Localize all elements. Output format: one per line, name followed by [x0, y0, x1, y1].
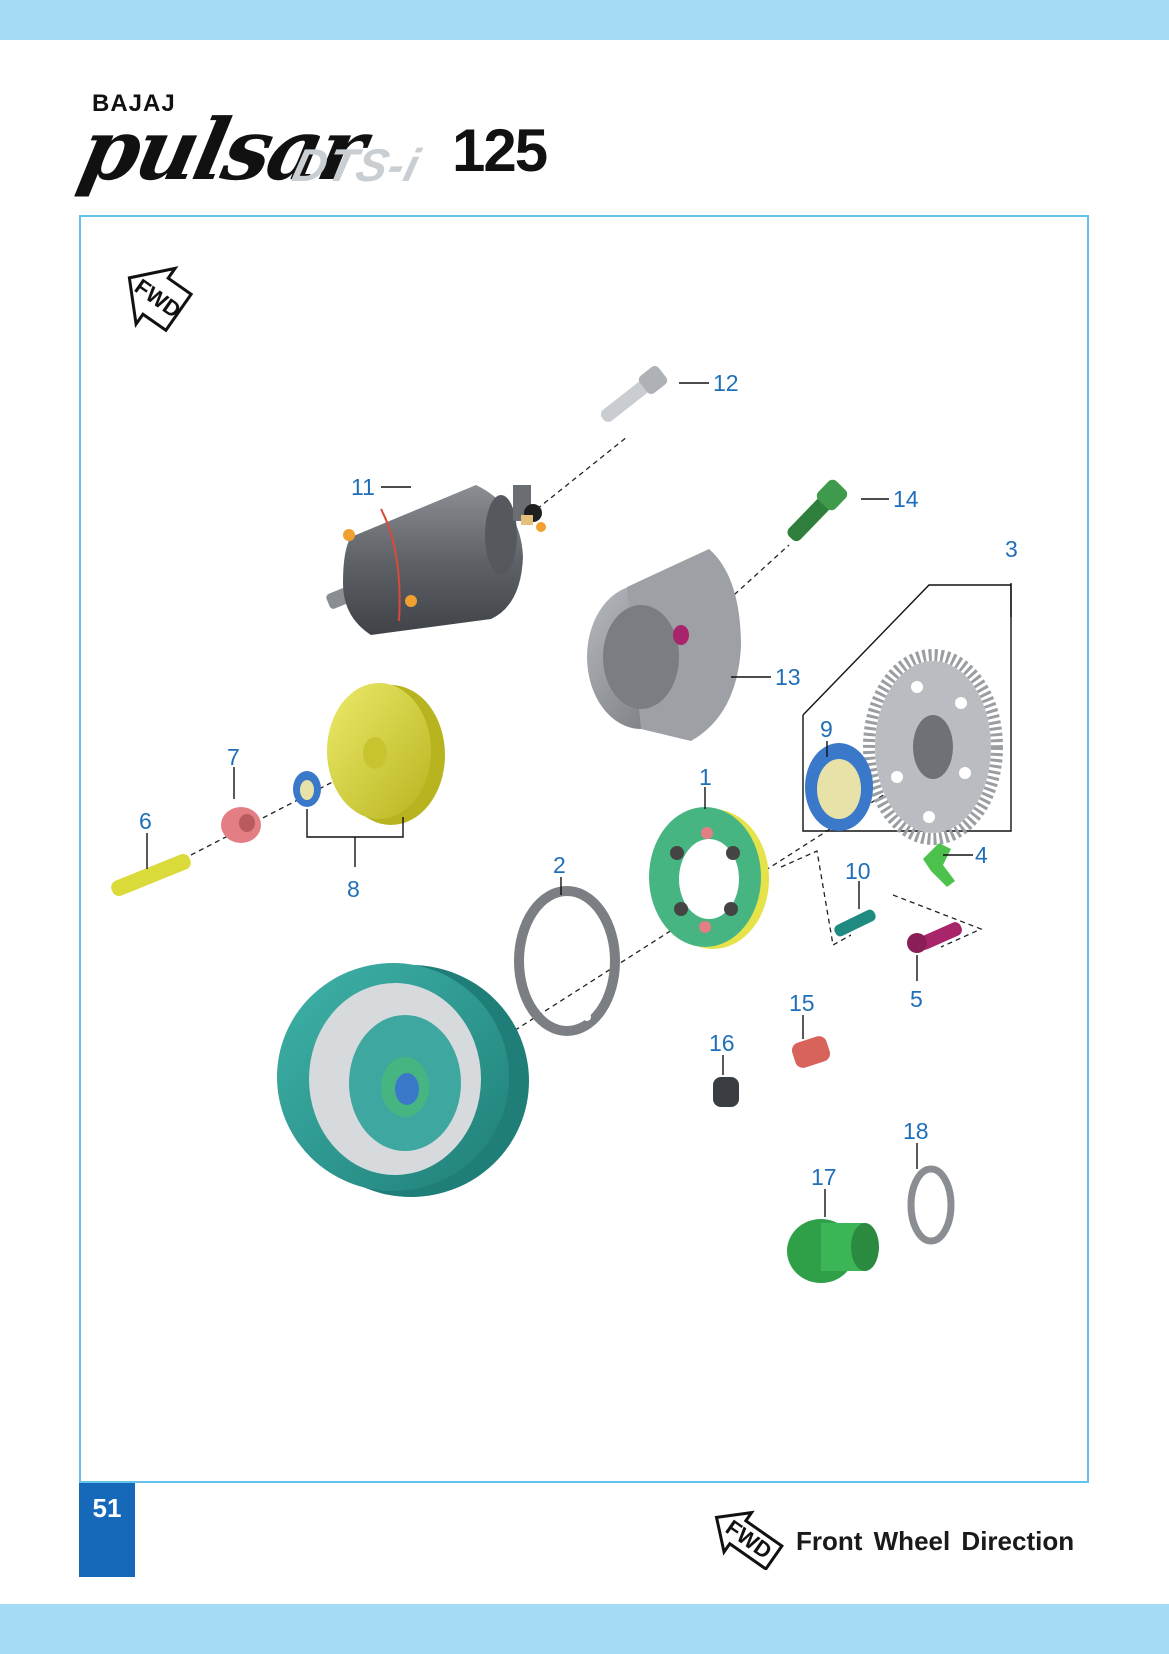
part-circlip: [907, 1165, 955, 1245]
callout-16: 16: [709, 1030, 735, 1056]
part-clutch-housing: [587, 549, 741, 741]
callout-17: 17: [811, 1164, 837, 1190]
part-green-bolt: [787, 479, 848, 542]
model-variant: DTS-i: [287, 139, 426, 191]
part-gasket: [514, 886, 620, 1036]
fwd-badge-top: FWD: [127, 266, 194, 333]
callout-labels: 11 12 14 13 3 9 7 6 8 1 2 10 4 5 15 16 1…: [139, 370, 1018, 1190]
bottom-band: [0, 1604, 1169, 1654]
callout-2: 2: [553, 852, 566, 878]
callout-4: 4: [975, 842, 988, 868]
callout-6: 6: [139, 808, 152, 834]
callout-14: 14: [893, 486, 919, 512]
part-green-lever: [923, 843, 955, 887]
part-one-way-clutch: [649, 807, 769, 949]
part-small-bolt: [834, 909, 876, 937]
part-starter-motor: [326, 485, 546, 635]
callout-13: 13: [775, 664, 801, 690]
callout-15: 15: [789, 990, 815, 1016]
front-wheel-direction-label: Front Wheel Direction: [796, 1526, 1075, 1556]
exploded-parts-diagram: FWD: [111, 266, 1018, 1283]
part-gear-plate: [327, 683, 445, 825]
part-small-bearing: [293, 771, 321, 807]
fwd-badge-footer: FWD: [714, 1510, 784, 1570]
top-band: [0, 0, 1169, 40]
part-long-bolt: [600, 365, 668, 422]
model-displacement: 125: [452, 117, 548, 184]
part-spring: [791, 1036, 831, 1068]
callout-12: 12: [713, 370, 739, 396]
callout-8: 8: [347, 876, 360, 902]
exploded-diagram-frame: FWD: [79, 215, 1089, 1483]
part-magenta-bolt: [907, 922, 962, 953]
part-starter-driven-gear: [863, 649, 1003, 845]
part-roller: [713, 1077, 739, 1107]
callout-11: 11: [351, 474, 375, 500]
callout-10: 10: [845, 858, 871, 884]
callout-leader-lines: [146, 382, 973, 1217]
part-green-collar: [787, 1219, 879, 1283]
callout-1: 1: [699, 764, 712, 790]
part-shaft: [111, 853, 191, 897]
callout-7: 7: [227, 744, 240, 770]
part-magneto-rotor: [277, 963, 529, 1197]
part-needle-bearing: [805, 743, 873, 831]
group-bracket-8: [306, 809, 404, 867]
page-number: 51: [79, 1483, 135, 1577]
callout-5: 5: [910, 986, 923, 1012]
callout-9: 9: [820, 716, 833, 742]
brand-logo: BAJAJ pulsar DTS-i 125: [71, 86, 548, 206]
part-spacer: [221, 807, 261, 843]
page-number-text: 51: [92, 1493, 122, 1523]
brand-name: BAJAJ: [92, 90, 176, 117]
callout-3: 3: [1005, 536, 1018, 562]
group-bracket-3: [802, 583, 1012, 832]
callout-18: 18: [903, 1118, 929, 1144]
